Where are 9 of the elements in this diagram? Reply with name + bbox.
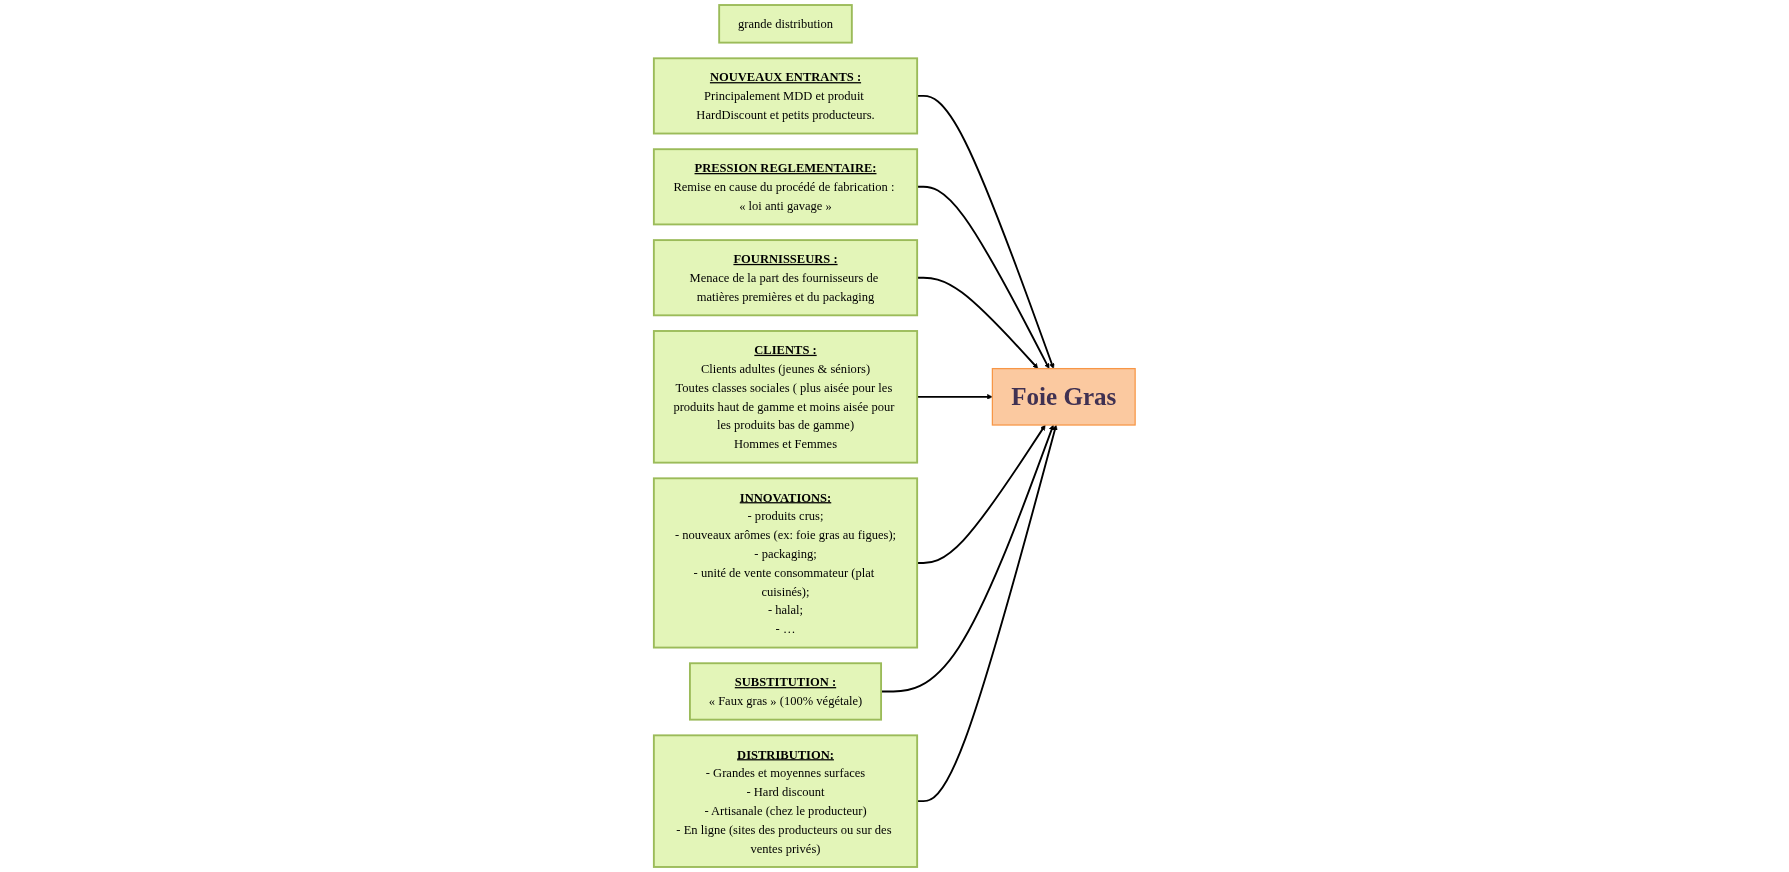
node-box: DISTRIBUTION: - Grandes et moyennes surfaces - Hard discount - Artisanale (chez le producteur) - En ligne (sites des producteurs ou sur des ventes privés) [652, 734, 919, 868]
node-box: NOUVEAUX ENTRANTS : Principalement MDD et produit HardDiscount et petits producteurs. [652, 57, 919, 135]
node-box: grande distribution [718, 4, 853, 44]
node-box: PRESSION REGLEMENTAIRE: Remise en cause du procédé de fabrication : « loi anti gavage » [652, 148, 919, 226]
node-box: INNOVATIONS: - produits crus; - nouveaux arômes (ex: foie gras au figues); - packaging; - unité de vente consommateur (plat cuisinés); - halal; - … [652, 477, 919, 649]
node-box: FOURNISSEURS : Menace de la part des fournisseurs de matières premières et du packaging [652, 239, 919, 317]
node-box: CLIENTS : Clients adultes (jeunes & séniors) Toutes classes sociales ( plus aisée pour les produits haut de gamme et moins aisée pour les produits bas de gamme) Hommes et Femmes [652, 330, 919, 464]
node-box: SUBSTITUTION : « Faux gras » (100% végétale) [689, 662, 883, 721]
node-box: Foie Gras [991, 368, 1136, 426]
